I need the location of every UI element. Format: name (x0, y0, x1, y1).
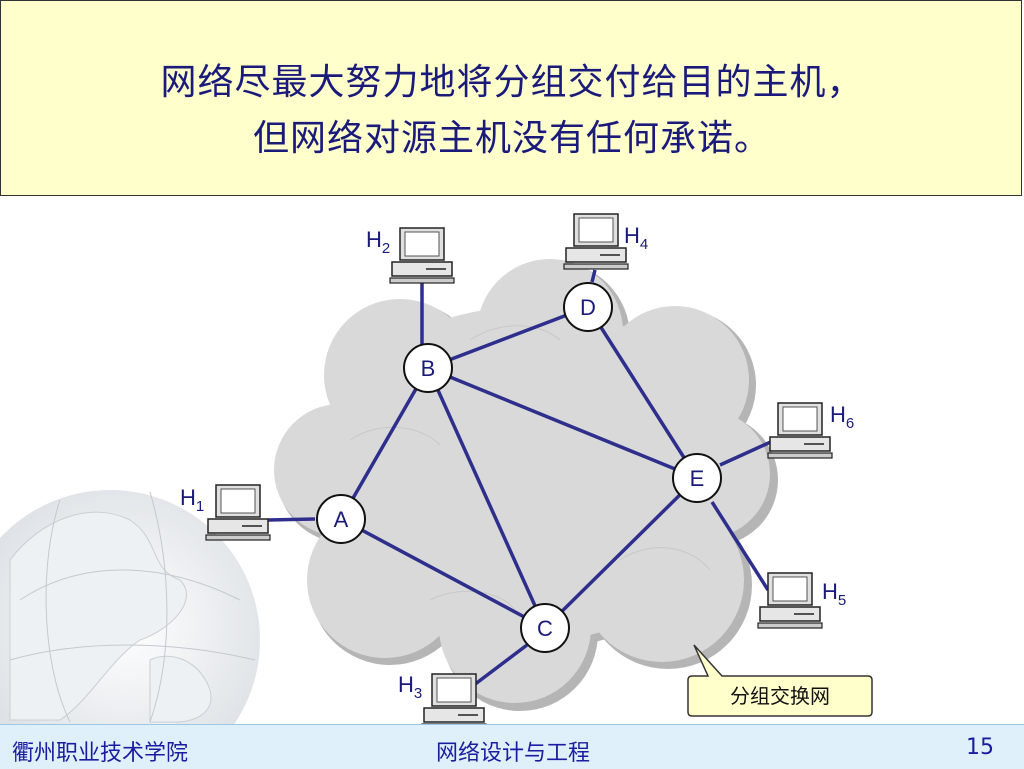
title-line-2: 但网络对源主机没有任何承诺。 (252, 118, 771, 159)
footer-course: 网络设计与工程 (436, 741, 591, 766)
computer-icon (757, 572, 823, 629)
host-h6: H6 (767, 402, 854, 459)
link-b-d (427, 305, 589, 370)
router-a: A (316, 494, 366, 544)
computer-icon (389, 227, 455, 284)
links (267, 269, 776, 690)
link-b-e (427, 366, 698, 480)
host-label: H (398, 672, 414, 697)
computer-icon (767, 402, 833, 459)
svg-text:H4: H4 (624, 223, 648, 253)
host-h2: H2 (366, 227, 455, 284)
link-a-c (340, 517, 546, 630)
link-d-e (586, 306, 699, 479)
svg-text:H6: H6 (830, 402, 854, 432)
router-label: C (537, 616, 553, 641)
router-label: D (580, 295, 596, 320)
footer-school: 衢州职业技术学院 (12, 741, 189, 766)
link-h6-e (719, 438, 776, 467)
computer-icon (205, 484, 271, 541)
host-subscript: 1 (196, 498, 204, 515)
router-e: E (672, 453, 722, 503)
link-b-a (339, 367, 430, 520)
svg-text:H3: H3 (398, 672, 422, 702)
title-line-1: 网络尽最大努力地将分组交付给目的主机， (160, 62, 864, 103)
globe-decoration (0, 490, 260, 724)
network-diagram: H2 H4 H6 H1 H5 H3 B (0, 213, 873, 724)
host-subscript: 2 (382, 240, 390, 257)
link-h3-c (468, 643, 529, 690)
callout-text: 分组交换网 (730, 684, 830, 708)
host-subscript: 5 (838, 592, 846, 609)
host-label: H (830, 402, 846, 427)
svg-text:H2: H2 (366, 227, 390, 257)
router-label: E (690, 466, 705, 491)
host-h1: H1 (180, 484, 271, 541)
host-subscript: 4 (640, 236, 648, 253)
callout-packet-network: 分组交换网 (687, 644, 873, 717)
svg-text:H1: H1 (180, 485, 204, 515)
title-box: 网络尽最大努力地将分组交付给目的主机， 但网络对源主机没有任何承诺。 (0, 0, 1022, 196)
router-c: C (520, 603, 570, 653)
router-b: B (403, 343, 453, 393)
host-h3: H3 (398, 672, 487, 724)
host-label: H (822, 579, 838, 604)
link-c-e (543, 476, 699, 630)
footer-page-number: 15 (966, 735, 994, 760)
host-label: H (366, 227, 382, 252)
host-label: H (180, 485, 196, 510)
footer: 衢州职业技术学院 网络设计与工程 15 (0, 724, 1024, 769)
router-d: D (563, 282, 613, 332)
svg-text:H5: H5 (822, 579, 846, 609)
router-label: B (421, 356, 436, 381)
link-b-c (426, 367, 547, 629)
link-h1-a (267, 517, 316, 522)
host-label: H (624, 223, 640, 248)
host-h4: H4 (563, 213, 648, 270)
computer-icon (563, 213, 629, 270)
router-label: A (334, 507, 349, 532)
link-h4-d (590, 269, 597, 283)
link-h5-e (710, 501, 770, 591)
cloud-network (274, 259, 778, 711)
host-h5: H5 (757, 572, 846, 629)
host-subscript: 3 (414, 685, 422, 702)
computer-icon (421, 673, 487, 724)
host-subscript: 6 (846, 415, 854, 432)
